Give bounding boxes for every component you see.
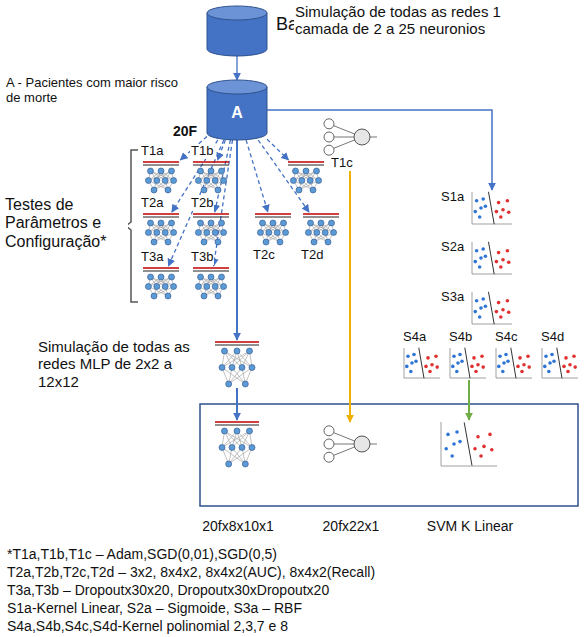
network-icon-graphic [285, 160, 327, 194]
node-label: T1c [330, 156, 354, 171]
flow-arrow [349, 159, 351, 422]
database-cylinder: A [207, 80, 267, 140]
node-label: S4c [494, 330, 518, 345]
dashed-arrow [258, 140, 309, 212]
dashed-arrow [168, 140, 223, 266]
node-label: S2a [440, 240, 465, 255]
node-label: T3a [140, 250, 164, 265]
svm-icon-graphic [470, 190, 514, 226]
network-icon-graphic [140, 212, 182, 246]
network-icon: T1a [140, 160, 182, 194]
dashed-arrow [172, 140, 218, 212]
network-icon-graphic [252, 212, 294, 246]
node-label: S1a [440, 190, 465, 205]
node-label: T2a [140, 196, 164, 211]
svm-icon: S3a [470, 290, 514, 326]
svm-icon-graphic [448, 346, 488, 380]
node-label: 20fx22x1 [300, 518, 402, 534]
svm-icon-graphic [470, 240, 514, 276]
flow-arrow [236, 388, 238, 420]
network-icon-graphic [190, 160, 232, 194]
svm-icon: S4a [402, 346, 442, 380]
node-label: T3b [190, 250, 214, 265]
node-label: S4d [540, 330, 565, 345]
network-icon: T2c [252, 212, 294, 246]
network-icon: T1b [190, 160, 232, 194]
node-label: A [207, 104, 267, 122]
node-label: S4b [448, 330, 473, 345]
network-icon-graphic [212, 340, 262, 388]
svm-icon: S4d [540, 346, 580, 380]
network-icon: T2d [300, 212, 342, 246]
database-cylinder: Base Kaggle [207, 6, 267, 56]
svm-icon: SVM K Linear [439, 420, 499, 468]
svm-icon: S4b [448, 346, 488, 380]
node-label: SVM K Linear [419, 518, 521, 534]
svm-icon-graphic [540, 346, 580, 380]
perceptron-icon-graphic [322, 422, 378, 466]
node-label: S3a [440, 290, 465, 305]
node-label: T2b [190, 196, 214, 211]
network-icon: 20fx8x10x1 [212, 420, 262, 468]
flow-arrow [236, 56, 237, 80]
network-icon: T3a [140, 266, 182, 300]
footnote: T3a,T3b – Dropoutx30x20, Dropoutx30xDrop… [6, 582, 330, 598]
network-icon-graphic [190, 266, 232, 300]
node-label: Simulação de todas as redes MLP de 2x2 a… [37, 338, 207, 390]
flow-arrow [468, 380, 470, 420]
network-icon: T3b [190, 266, 232, 300]
dashed-arrow [218, 140, 226, 160]
network-icon-graphic [212, 420, 262, 468]
network-icon: T1c [285, 160, 327, 194]
footnote: S4a,S4b,S4c,S4d-Kernel polinomial 2,3,7 … [6, 618, 289, 634]
annotation: 20F [172, 123, 198, 139]
network-icon: Simulação de todas as redes MLP de 2x2 a… [212, 340, 262, 388]
dashed-arrow [215, 140, 231, 212]
result-frame [200, 404, 578, 506]
svm-icon-graphic [439, 420, 499, 468]
annotation: A - Pacientes com maior risco de morte [5, 76, 197, 106]
node-label: 20fx8x10x1 [187, 518, 289, 534]
svm-icon-graphic [402, 346, 442, 380]
annotation: Testes de Parâmetros e Configuração* [4, 196, 128, 251]
svm-icon: S4c [494, 346, 534, 380]
footnote: *T1a,T1b,T1c – Adam,SGD(0,01),SGD(0,5) [6, 546, 278, 562]
svm-icon-graphic [494, 346, 534, 380]
network-icon-graphic [140, 266, 182, 300]
node-label: T1a [140, 144, 164, 159]
flow-arrow [267, 110, 492, 190]
svm-icon-graphic [470, 290, 514, 326]
network-icon: T2a [140, 212, 182, 246]
node-label: T1b [190, 144, 214, 159]
network-icon: T2b [190, 212, 232, 246]
svm-icon: S1a [470, 190, 514, 226]
network-icon-graphic [300, 212, 342, 246]
perceptron-icon-graphic [322, 115, 378, 159]
dashed-arrow [267, 139, 288, 160]
database-cylinder-graphic [207, 6, 267, 56]
dashed-arrow [214, 140, 233, 266]
node-label: T2c [252, 248, 276, 263]
node-label: S4a [402, 330, 427, 345]
footnote: S1a-Kernel Linear, S2a – Sigmoide, S3a –… [6, 600, 303, 616]
node-label: Simulação de todas as redes 1 camada de … [294, 3, 558, 38]
perceptron-icon: 20fx22x1 [322, 422, 378, 466]
svm-icon: S2a [470, 240, 514, 276]
footnote: T2a,T2b,T2c,T2d – 3x2, 8x4x2, 8x4x2(AUC)… [6, 564, 376, 580]
network-icon-graphic [140, 160, 182, 194]
node-label: T2d [300, 248, 324, 263]
perceptron-icon: Simulação de todas as redes 1 camada de … [322, 115, 378, 159]
flow-arrow [236, 140, 238, 340]
dashed-arrow [246, 140, 268, 212]
network-icon-graphic [190, 212, 232, 246]
